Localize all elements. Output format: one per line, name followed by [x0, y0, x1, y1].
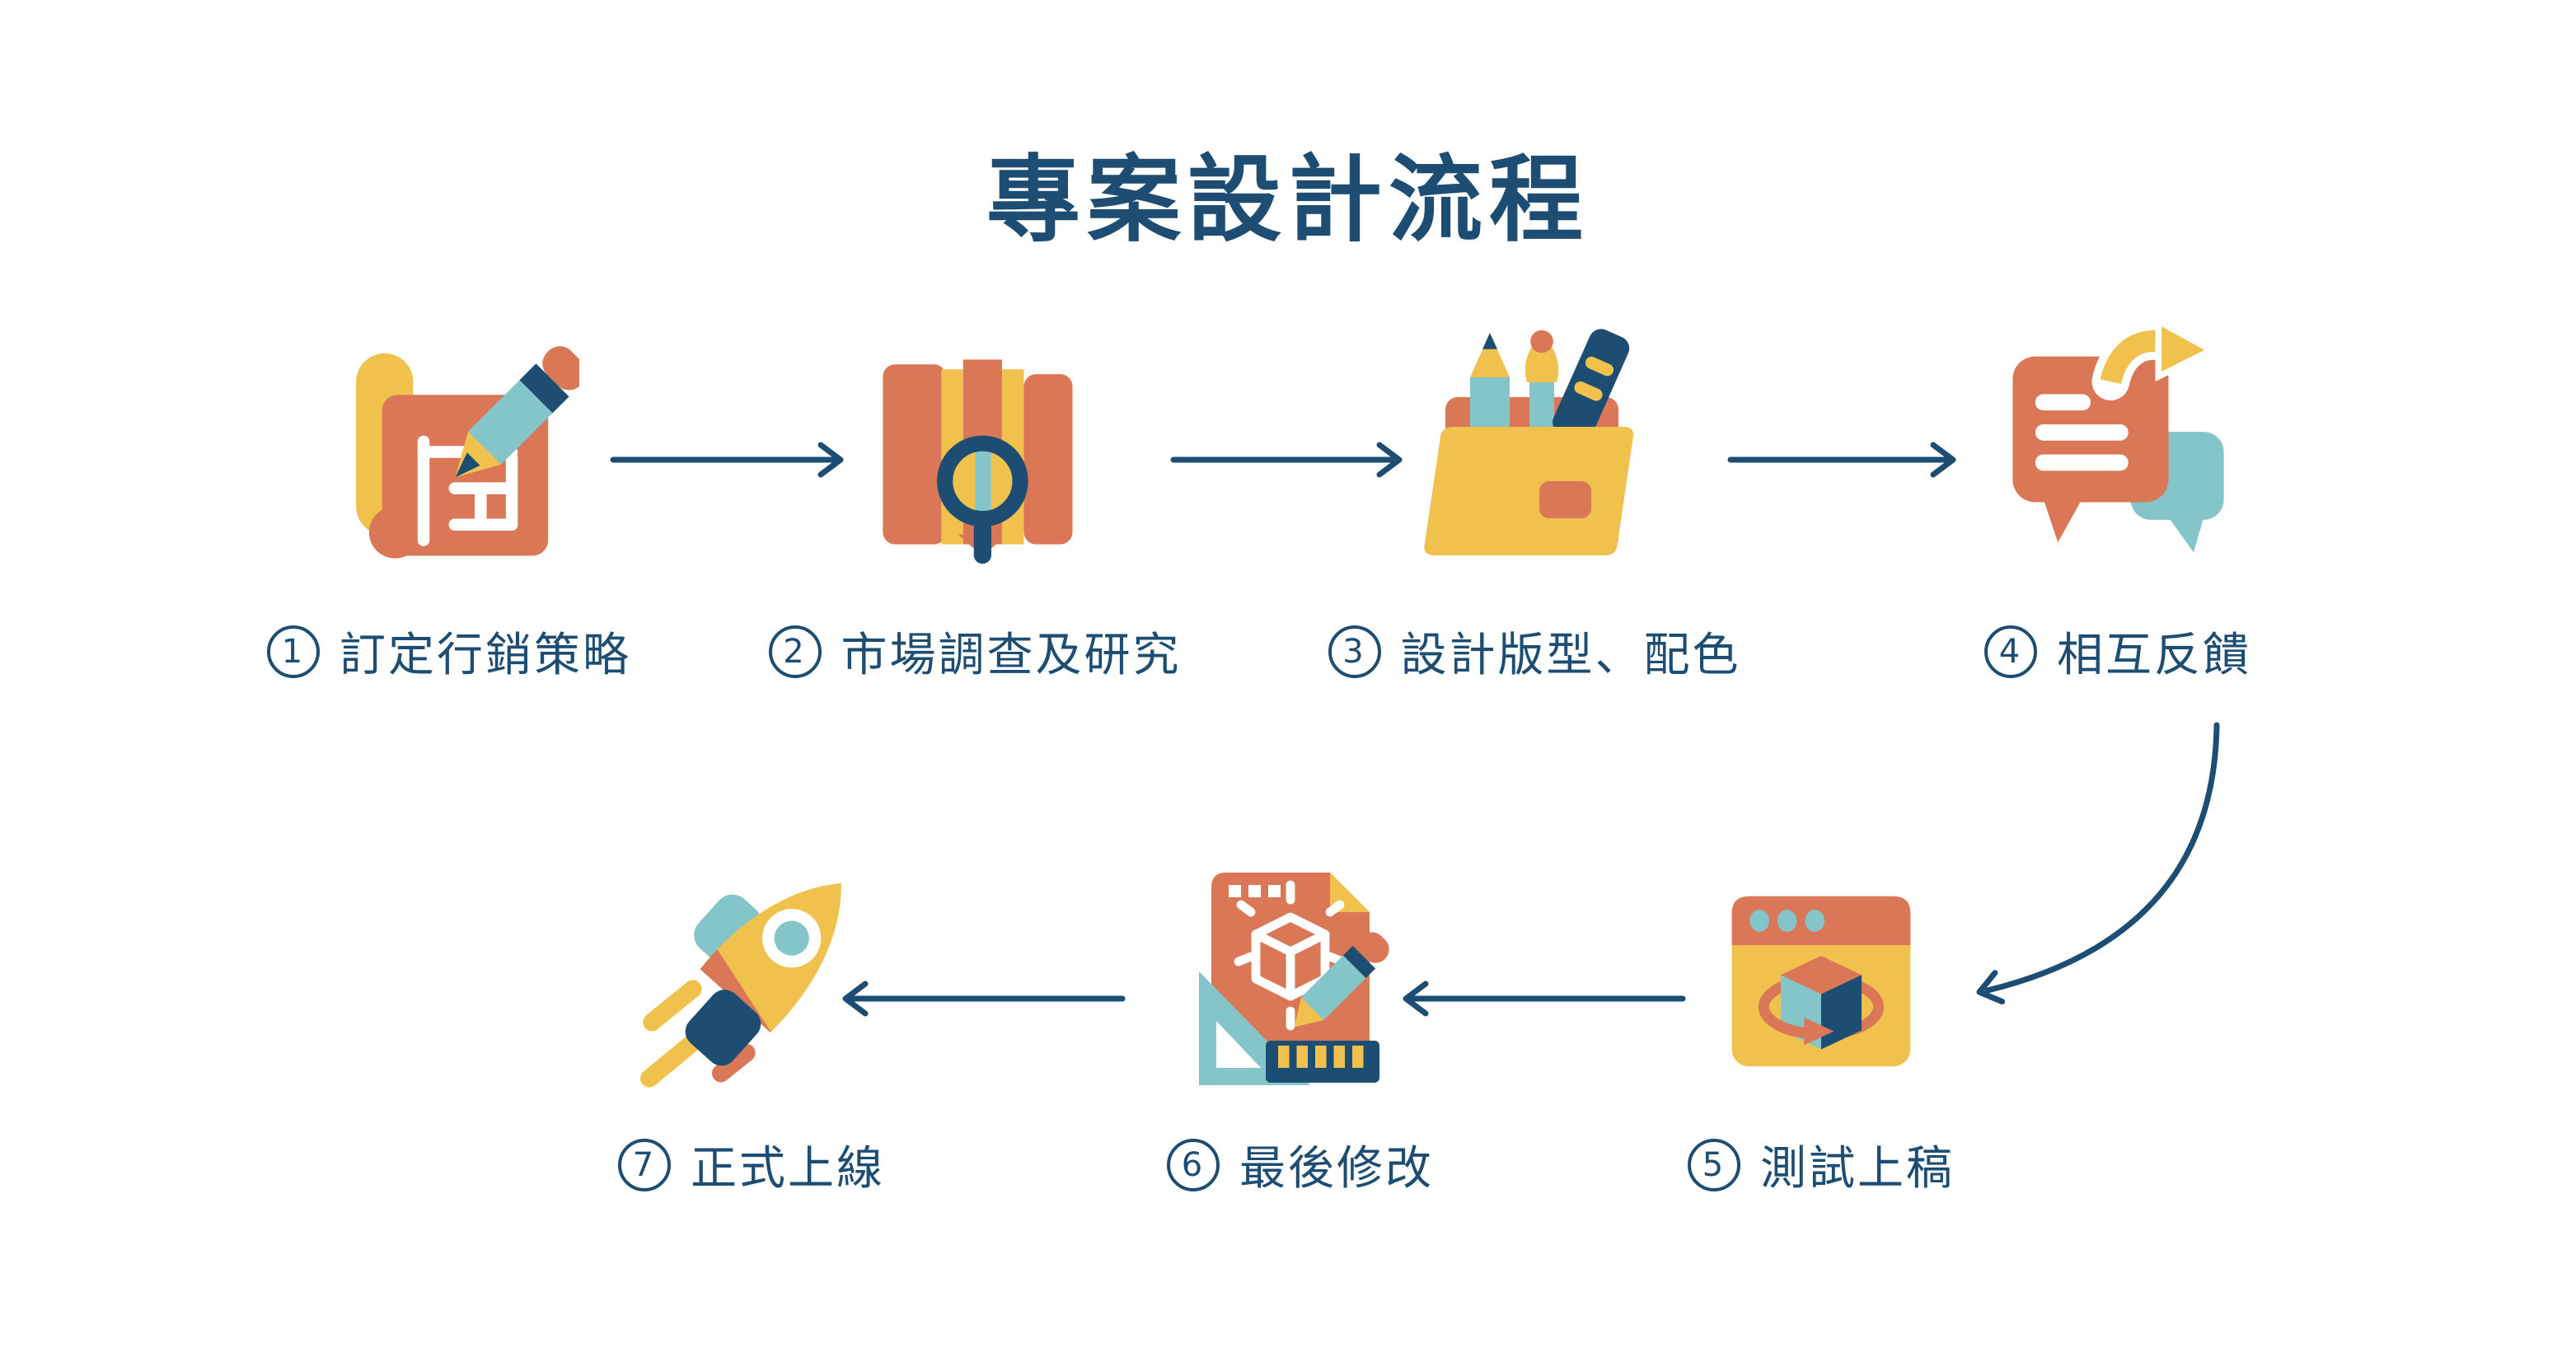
step-label: 3 設計版型、配色: [1328, 618, 1741, 685]
step-label-text: 測試上稿: [1760, 1142, 1955, 1196]
step-label-text: 訂定行銷策略: [340, 629, 631, 682]
folder-tools-icon: [1411, 320, 1658, 583]
step-number-badge: 7: [618, 1138, 671, 1191]
step-number-badge: 2: [768, 625, 822, 678]
map-magnifier-icon: [854, 320, 1097, 583]
step-label: 6 最後修改: [1167, 1131, 1434, 1198]
step-5: 5 測試上稿: [1508, 853, 2134, 1198]
step-number-badge: 6: [1167, 1138, 1220, 1191]
step-label: 5 測試上稿: [1688, 1131, 1955, 1198]
step-number-badge: 3: [1328, 625, 1381, 678]
step-label: 1 訂定行銷策略: [267, 618, 631, 685]
page-title: 專案設計流程: [986, 145, 1590, 255]
step-number-badge: 4: [1984, 625, 2037, 678]
browser-3d-preview-icon: [1715, 853, 1927, 1110]
step-label: 4 相互反饋: [1984, 618, 2251, 685]
step-label-text: 最後修改: [1239, 1142, 1434, 1196]
step-label: 2 市場調查及研究: [768, 618, 1182, 685]
rocket-launch-icon: [624, 853, 879, 1110]
step-4: 4 相互反饋: [1805, 320, 2431, 685]
document-edit-icon: [1177, 853, 1424, 1110]
step-label-text: 設計版型、配色: [1400, 629, 1741, 682]
step-label: 7 正式上線: [618, 1131, 885, 1198]
step-7: 7 正式上線: [438, 853, 1065, 1198]
step-2: 2 市場調查及研究: [662, 320, 1288, 685]
step-label-text: 市場調查及研究: [841, 629, 1182, 682]
step-label-text: 相互反饋: [2057, 629, 2251, 682]
step-6: 6 最後修改: [987, 853, 1614, 1198]
step-label-text: 正式上線: [691, 1142, 885, 1196]
step-number-badge: 5: [1688, 1138, 1740, 1191]
blueprint-pencil-icon: [320, 320, 579, 583]
step-number-badge: 1: [267, 625, 320, 678]
chat-feedback-icon: [1993, 320, 2244, 583]
step-1: 1 訂定行銷策略: [136, 320, 762, 685]
step-3: 3 設計版型、配色: [1221, 320, 1848, 685]
